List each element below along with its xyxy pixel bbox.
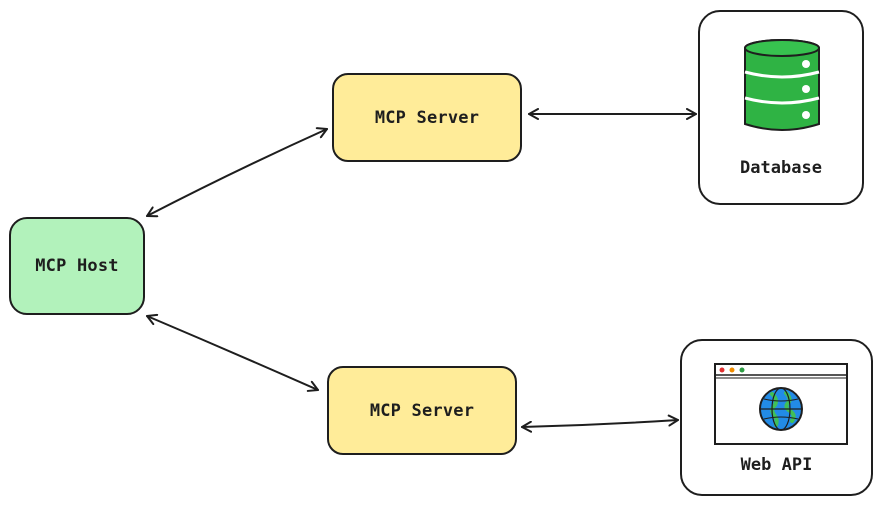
database-label: Database [740, 158, 822, 178]
mcp-server-node-top[interactable]: MCP Server [332, 73, 522, 162]
arrow-host-to-server-top [146, 127, 328, 218]
arrow-server-bottom-to-web-api [521, 414, 679, 433]
mcp-server-node-bottom[interactable]: MCP Server [327, 366, 517, 455]
arrow-host-to-server-bottom [146, 313, 319, 392]
web-api-node[interactable]: Web API [680, 339, 873, 496]
mcp-server-top-label: MCP Server [374, 107, 480, 128]
mcp-host-label: MCP Host [35, 256, 119, 276]
globe-icon [759, 387, 803, 431]
browser-globe-icon [714, 363, 848, 445]
mcp-host-node[interactable]: MCP Host [9, 217, 145, 315]
database-node[interactable]: Database [698, 10, 864, 205]
database-icon [744, 39, 820, 131]
web-api-label: Web API [740, 455, 813, 475]
mcp-server-bottom-label: MCP Server [369, 400, 475, 421]
